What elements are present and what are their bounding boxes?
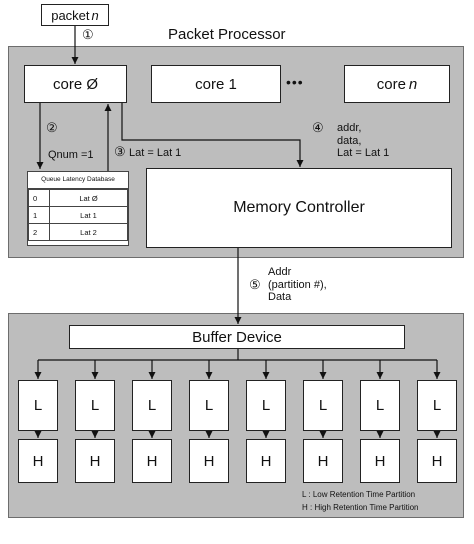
memory-controller: Memory Controller [146,168,452,248]
high-retention-cell: H [75,439,115,483]
addr-line-2: data, [337,134,362,147]
high-retention-cell: H [417,439,457,483]
low-retention-cell: L [75,380,115,431]
step-2-label: ② [46,120,58,135]
legend-low: L : Low Retention Time Partition [302,490,416,499]
core-n: core n [344,65,450,103]
packet-input-var: n [91,7,99,23]
core-1-label: core 1 [195,75,237,93]
step-5-label: ⑤ [249,277,261,292]
buffer-device-label: Buffer Device [192,328,282,346]
qnum-label: Qnum =1 [48,149,94,161]
packet-input-label: packet [51,7,90,23]
bus-label-line-2: (partition #), [268,278,327,291]
database-table: 0 Lat Ø 1 Lat 1 2 Lat 2 [28,189,128,241]
addr-line-1: addr, [337,122,362,134]
queue-latency-database: Queue Latency Database 0 Lat Ø 1 Lat 1 2… [27,171,129,246]
core-0: core Ø [24,65,127,103]
core-0-label: core Ø [52,75,98,93]
core-n-label: core [376,75,406,93]
step-3-label: ③ [114,144,126,159]
low-retention-cell: L [189,380,229,431]
packet-processor-title: Packet Processor [168,26,286,43]
high-retention-cell: H [303,439,343,483]
lat-label: Lat = Lat 1 [129,147,182,159]
addr-block: addr, data, Lat = Lat 1 [337,122,389,160]
high-retention-cell: H [360,439,400,483]
database-row: 2 Lat 2 [28,223,128,241]
high-retention-cell: H [189,439,229,483]
high-retention-cell: H [246,439,286,483]
packet-input-box: packet n [41,4,109,26]
low-retention-cell: L [246,380,286,431]
database-row: 0 Lat Ø [28,189,128,207]
database-row-value: Lat 2 [49,223,128,241]
legend-high: H : High Retention Time Partition [302,503,419,512]
partition-legend: L : Low Retention Time Partition H : Hig… [302,488,419,514]
core-1: core 1 [151,65,281,103]
memory-controller-label: Memory Controller [233,199,365,216]
bus-label-line-1: Addr [268,266,292,278]
high-retention-cell: H [18,439,58,483]
bus-label-line-3: Data [268,291,292,304]
addr-line-3: Lat = Lat 1 [337,147,390,160]
low-retention-cell: L [303,380,343,431]
buffer-device: Buffer Device [69,325,405,349]
core-ellipsis: ••• [286,74,304,90]
low-retention-cell: L [360,380,400,431]
arrow-core-to-memory [121,103,304,167]
step-4-label: ④ [312,120,324,135]
low-retention-cell: L [18,380,58,431]
low-retention-cell: L [417,380,457,431]
high-retention-cell: H [132,439,172,483]
step-1-label: ① [82,27,94,42]
core-n-var: n [408,75,418,93]
database-title: Queue Latency Database [28,172,128,189]
bus-label: Addr (partition #), Data [268,266,327,304]
low-retention-cell: L [132,380,172,431]
